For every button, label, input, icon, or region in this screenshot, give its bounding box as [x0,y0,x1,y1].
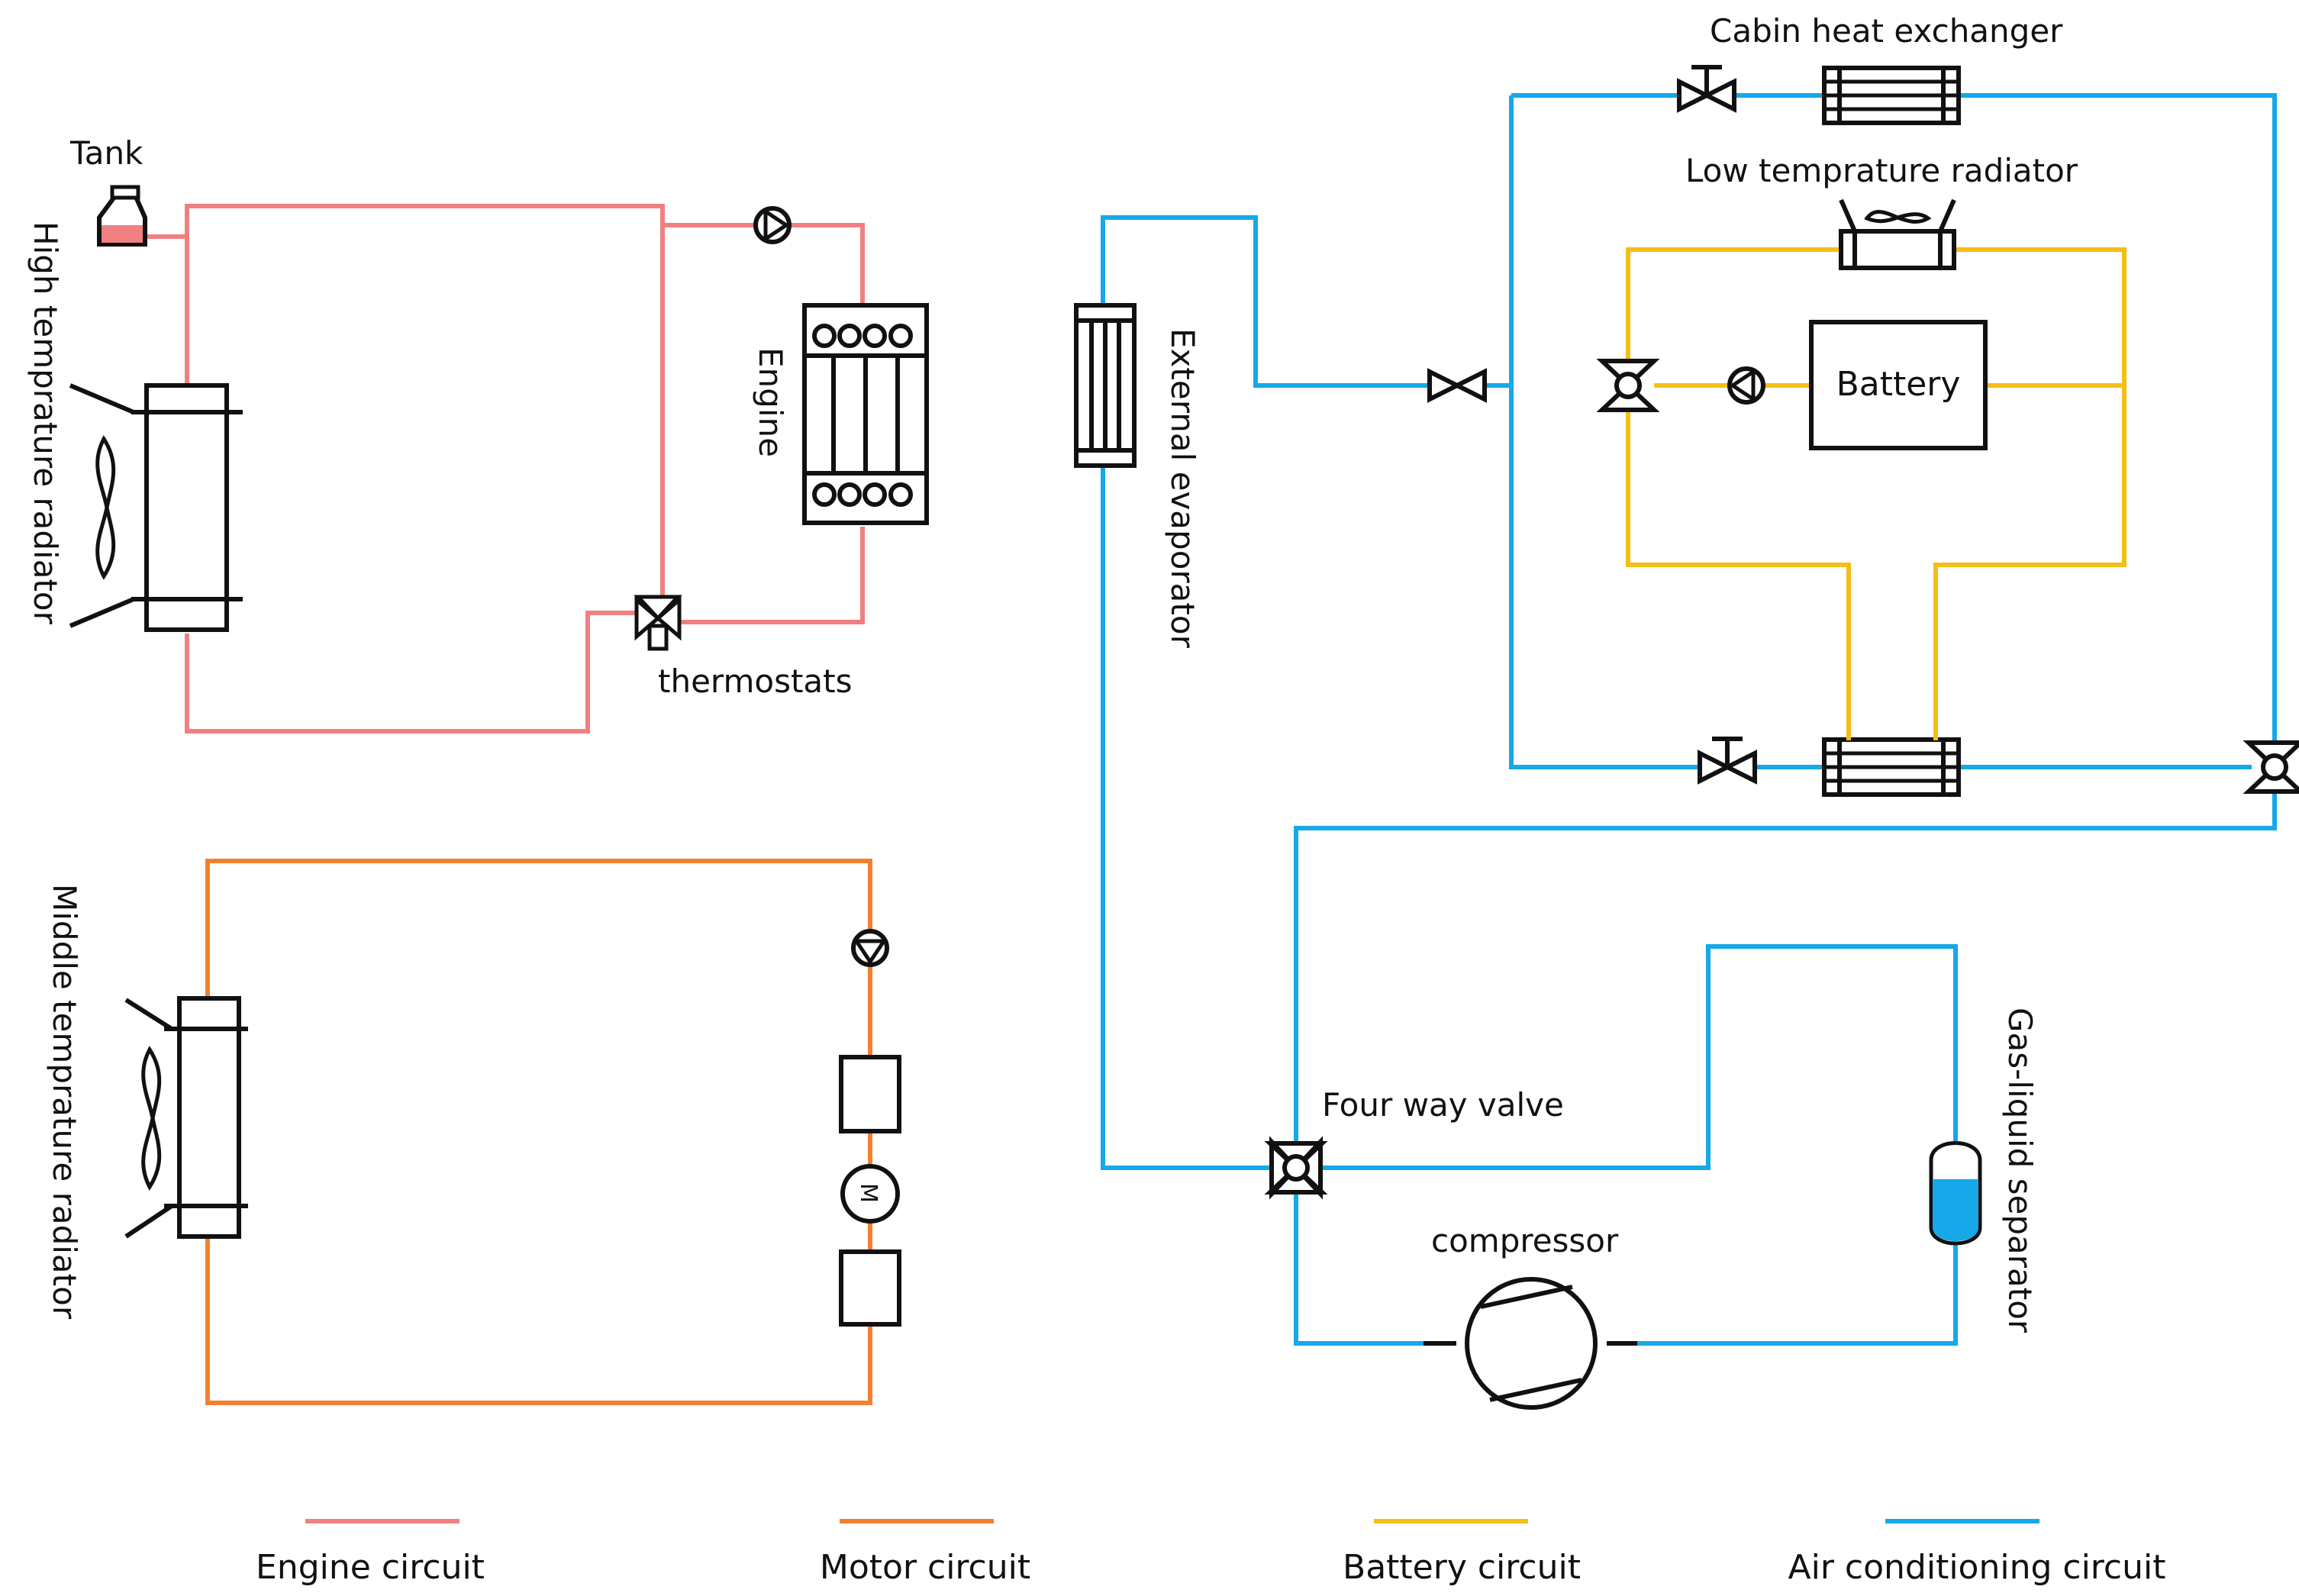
ac-three-way-valve-icon [2249,743,2299,792]
chiller-valve-icon [1700,737,1755,781]
chiller-heat-exchanger-icon [1824,740,1959,795]
middle-temp-radiator-label: Middle temprature radiator [46,884,83,1320]
external-evaporator-label: External evaporator [1164,328,1201,649]
low-temp-radiator-label: Low temprature radiator [1685,152,2078,189]
battery-three-way-valve-icon [1602,361,1654,410]
thermostats-label: thermostats [658,663,853,700]
tank-icon [97,185,147,247]
battery-label: Battery [1836,365,1961,404]
engine-pump-icon [756,208,789,242]
high-temp-radiator-label: High temprature radiator [27,221,64,625]
motor-label: M [855,1183,882,1203]
reducer-box [839,1249,901,1327]
high-temp-radiator [69,383,243,632]
engine-circuit-pipes [121,204,865,734]
gas-liquid-separator-icon [1929,1141,1982,1246]
legend-label-battery: Battery circuit [1343,1548,1581,1587]
motor-pump-icon [851,929,889,967]
legend-label-engine: Engine circuit [256,1548,485,1587]
engine-block [802,303,929,525]
legend-label-motor: Motor circuit [820,1548,1030,1587]
four-way-valve-label: Four way valve [1322,1086,1564,1124]
motor-icon: M [840,1164,900,1224]
tank-label: Tank [69,134,143,172]
radiator-fan-icon [143,1049,160,1187]
battery-pump-icon [1727,366,1765,405]
gas-liquid-separator-label: Gas-liquid separator [2001,1008,2039,1333]
low-temp-radiator [1839,198,1956,270]
battery-circuit-pipes [1626,247,2126,740]
compressor-icon [1424,1277,1637,1410]
engine-label: Engine [752,347,789,457]
middle-temp-radiator [124,996,248,1239]
cabin-heat-exchanger-label: Cabin heat exchanger [1710,12,2063,50]
radiator-fan-icon [98,439,114,576]
legend-label-air: Air conditioning circuit [1788,1548,2166,1587]
legend: Engine circuit Motor circuit Battery cir… [256,1519,2166,1587]
four-way-valve-icon [1270,1142,1322,1194]
thermostat-valve-icon [634,595,682,651]
motor-circuit-pipes [205,859,872,1405]
cabin-heat-exchanger-icon [1824,68,1959,123]
compressor-label: compressor [1431,1222,1619,1259]
battery-box [1809,320,1988,450]
radiator-fan-icon [1864,210,1932,224]
external-evaporator [1074,303,1137,468]
cabin-valve-icon [1679,65,1734,109]
motor-controller-box [839,1055,901,1133]
expansion-valve-icon [1430,372,1485,399]
air-conditioning-pipes [1101,93,2277,1346]
